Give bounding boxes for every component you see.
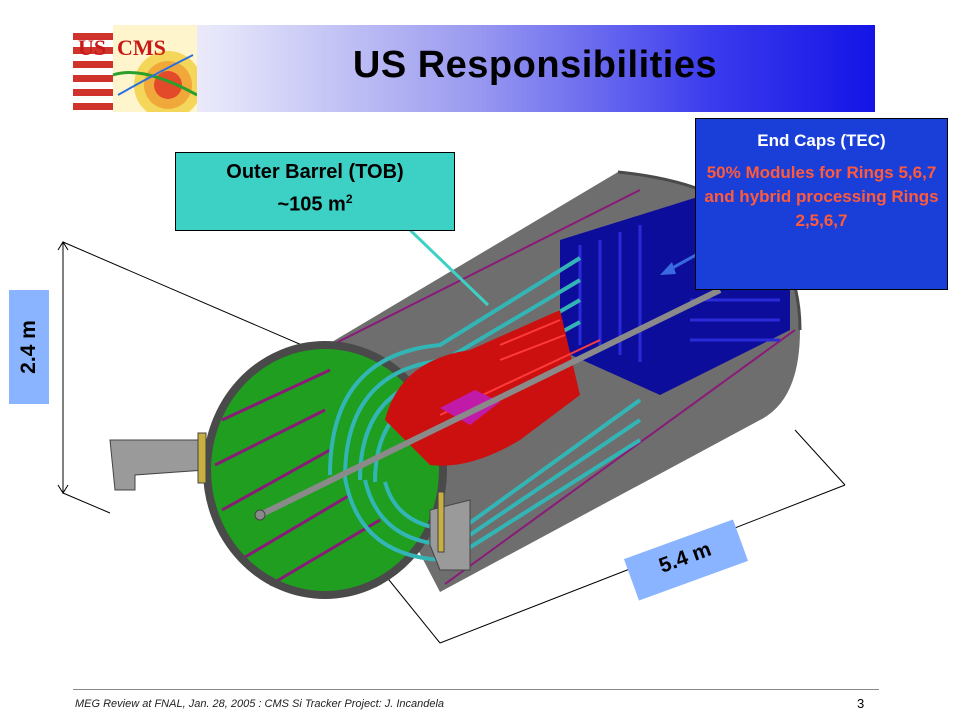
tec-callout-title: End Caps (TEC) (757, 131, 886, 150)
support-bracket-right (429, 491, 471, 571)
tec-callout-body: 50% Modules for Rings 5,6,7 and hybrid p… (704, 163, 939, 230)
support-bracket-left (109, 432, 207, 491)
uscms-logo: US CMS (73, 25, 197, 112)
beam-pipe (258, 287, 722, 518)
tob-callout: Outer Barrel (TOB) ~105 m2 (175, 152, 455, 231)
tob-callout-title: Outer Barrel (TOB) (226, 161, 404, 183)
page-number: 3 (857, 696, 865, 711)
slide-title: US Responsibilities (352, 44, 718, 86)
tec-callout: End Caps (TEC) 50% Modules for Rings 5,6… (695, 118, 948, 290)
svg-text:US: US (78, 35, 106, 60)
title-banner (73, 25, 875, 112)
tob-callout-area: ~105 m2 (277, 192, 353, 216)
footer-divider (73, 689, 879, 690)
diameter-label: 2.4 m (9, 290, 49, 404)
svg-text:CMS: CMS (117, 35, 166, 60)
tob-arrow (408, 228, 490, 307)
diameter-dimension-line (57, 241, 319, 514)
pixel-detector (440, 390, 500, 425)
footer-text: MEG Review at FNAL, Jan. 28, 2005 : CMS … (75, 698, 445, 710)
